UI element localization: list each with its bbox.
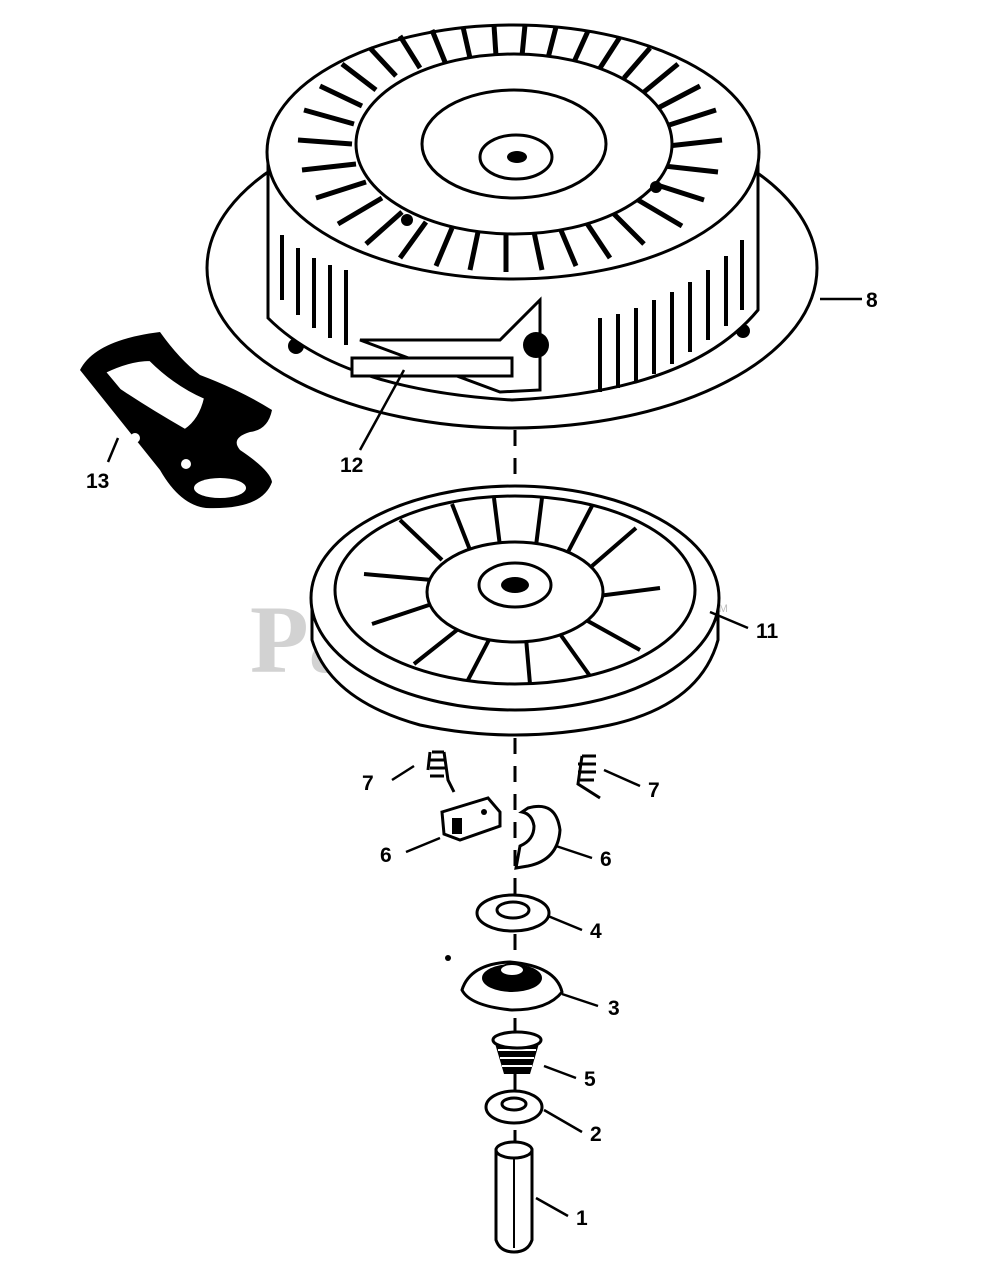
housing-top-fins <box>297 24 723 272</box>
flat-washer <box>484 1089 544 1125</box>
spring-left <box>426 750 456 793</box>
washer <box>475 893 551 933</box>
pawl-right <box>514 804 562 870</box>
callout-1: 1 <box>576 1207 588 1230</box>
callout-13: 13 <box>86 470 109 493</box>
callout-11: 8 <box>866 289 878 312</box>
callout-4: 4 <box>590 920 602 943</box>
pulley <box>309 484 721 737</box>
pawl-left <box>440 796 502 842</box>
callout-2: 2 <box>590 1123 602 1146</box>
housing-side-fins <box>280 235 744 392</box>
callout-6-right: 6 <box>600 848 612 871</box>
pulley-spokes <box>363 497 661 685</box>
pin <box>494 1140 534 1254</box>
starter-housing <box>205 23 819 430</box>
callout-7-left: 7 <box>362 772 374 795</box>
callout-8: 11 <box>756 620 779 643</box>
cam <box>445 955 564 1012</box>
callout-7-right: 7 <box>648 779 660 802</box>
retainer-spring <box>491 1030 543 1074</box>
callout-labels: 8 12 13 11 7 7 6 6 4 3 5 2 1 <box>86 289 878 1230</box>
callout-3: 3 <box>608 997 620 1020</box>
starter-handle <box>80 332 272 509</box>
callout-6-left: 6 <box>380 844 392 867</box>
spring-right <box>576 754 601 800</box>
leader-lines <box>106 297 862 1218</box>
callout-5: 5 <box>584 1068 596 1091</box>
callout-12: 12 <box>340 454 363 477</box>
